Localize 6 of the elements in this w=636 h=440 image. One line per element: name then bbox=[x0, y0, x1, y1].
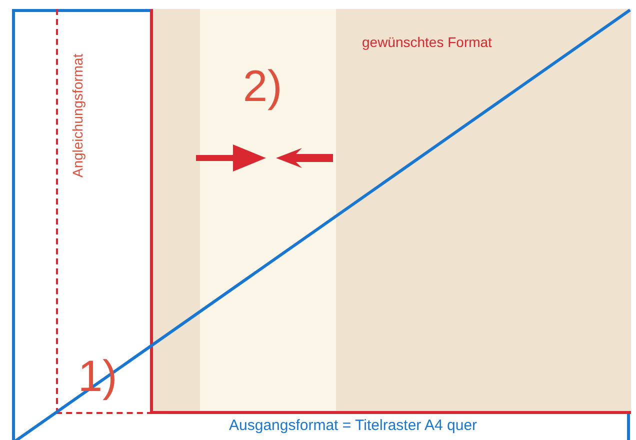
desired-format-frame bbox=[150, 9, 631, 414]
format-label: Ausgangsformat = Titelraster A4 quer bbox=[229, 417, 478, 435]
step-number: 2) bbox=[243, 62, 282, 112]
format-label: gewünschtes Format bbox=[362, 34, 492, 51]
format-label: Angleichungsformat bbox=[70, 52, 86, 178]
adjustment-format-frame bbox=[56, 9, 153, 414]
